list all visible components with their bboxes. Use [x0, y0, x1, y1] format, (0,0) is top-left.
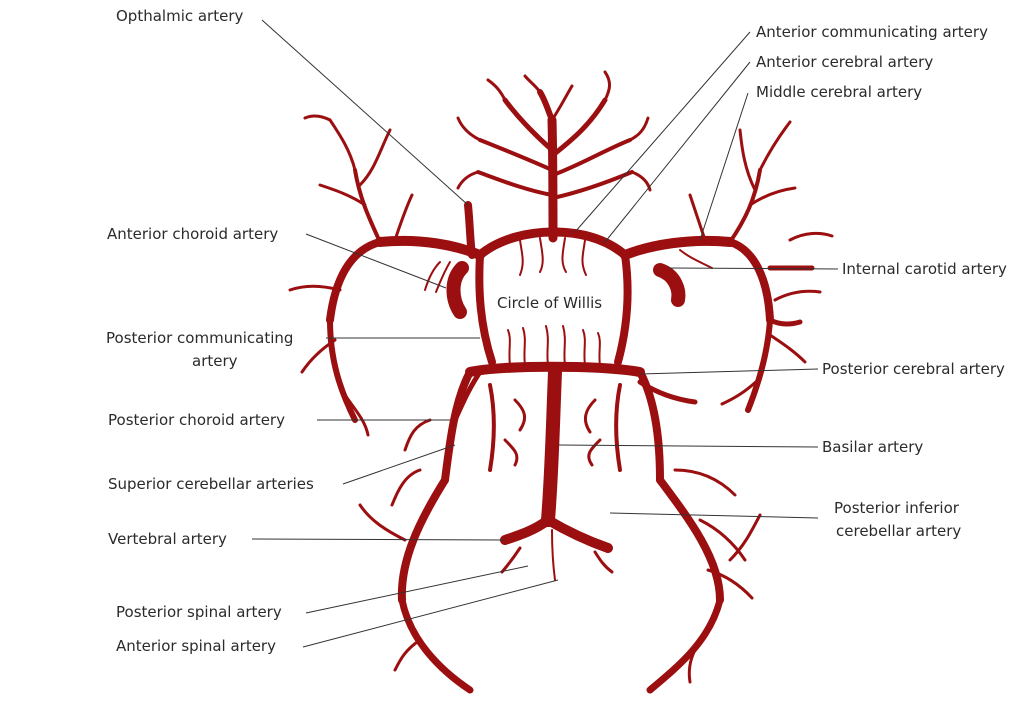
label-opthalmic-artery: Opthalmic artery — [116, 7, 244, 25]
label-superior-cerebellar-arteries: Superior cerebellar arteries — [108, 475, 314, 493]
leader-basilar — [558, 445, 818, 447]
leader-anterior-spinal — [303, 580, 558, 647]
left-carotid-and-middle-cerebral — [290, 116, 480, 435]
label-basilar-artery: Basilar artery — [822, 438, 923, 456]
label-posterior-inferior-line1: Posterior inferior — [834, 499, 960, 517]
artery-network — [290, 72, 832, 690]
leader-anterior-communicating — [575, 32, 750, 232]
leader-superior-cerebellar — [343, 445, 455, 484]
label-anterior-choroid-artery: Anterior choroid artery — [107, 225, 278, 243]
label-anterior-communicating-artery: Anterior communicating artery — [756, 23, 988, 41]
label-posterior-communicating-line1: Posterior communicating — [106, 329, 293, 347]
label-internal-carotid-artery: Internal carotid artery — [842, 260, 1007, 278]
label-anterior-spinal-artery: Anterior spinal artery — [116, 637, 276, 655]
leader-posterior-cerebral — [640, 369, 818, 374]
label-posterior-inferior-line2: cerebellar artery — [836, 522, 961, 540]
label-posterior-cerebral-artery: Posterior cerebral artery — [822, 360, 1005, 378]
leader-vertebral — [252, 539, 505, 540]
label-middle-cerebral-artery: Middle cerebral artery — [756, 83, 922, 101]
anterior-cerebral-artery-drawing — [458, 72, 650, 238]
leader-posterior-inferior-cerebellar — [610, 513, 818, 518]
label-posterior-spinal-artery: Posterior spinal artery — [116, 603, 282, 621]
label-circle-of-willis: Circle of Willis — [497, 294, 602, 312]
leader-lines — [252, 20, 838, 647]
label-posterior-communicating-line2: artery — [192, 352, 238, 370]
label-posterior-choroid-artery: Posterior choroid artery — [108, 411, 285, 429]
labels: Opthalmic artery Anterior communicating … — [106, 7, 1007, 655]
label-vertebral-artery: Vertebral artery — [108, 530, 227, 548]
label-anterior-cerebral-artery: Anterior cerebral artery — [756, 53, 933, 71]
leader-posterior-spinal — [306, 566, 528, 613]
right-carotid-and-middle-cerebral — [625, 122, 832, 410]
